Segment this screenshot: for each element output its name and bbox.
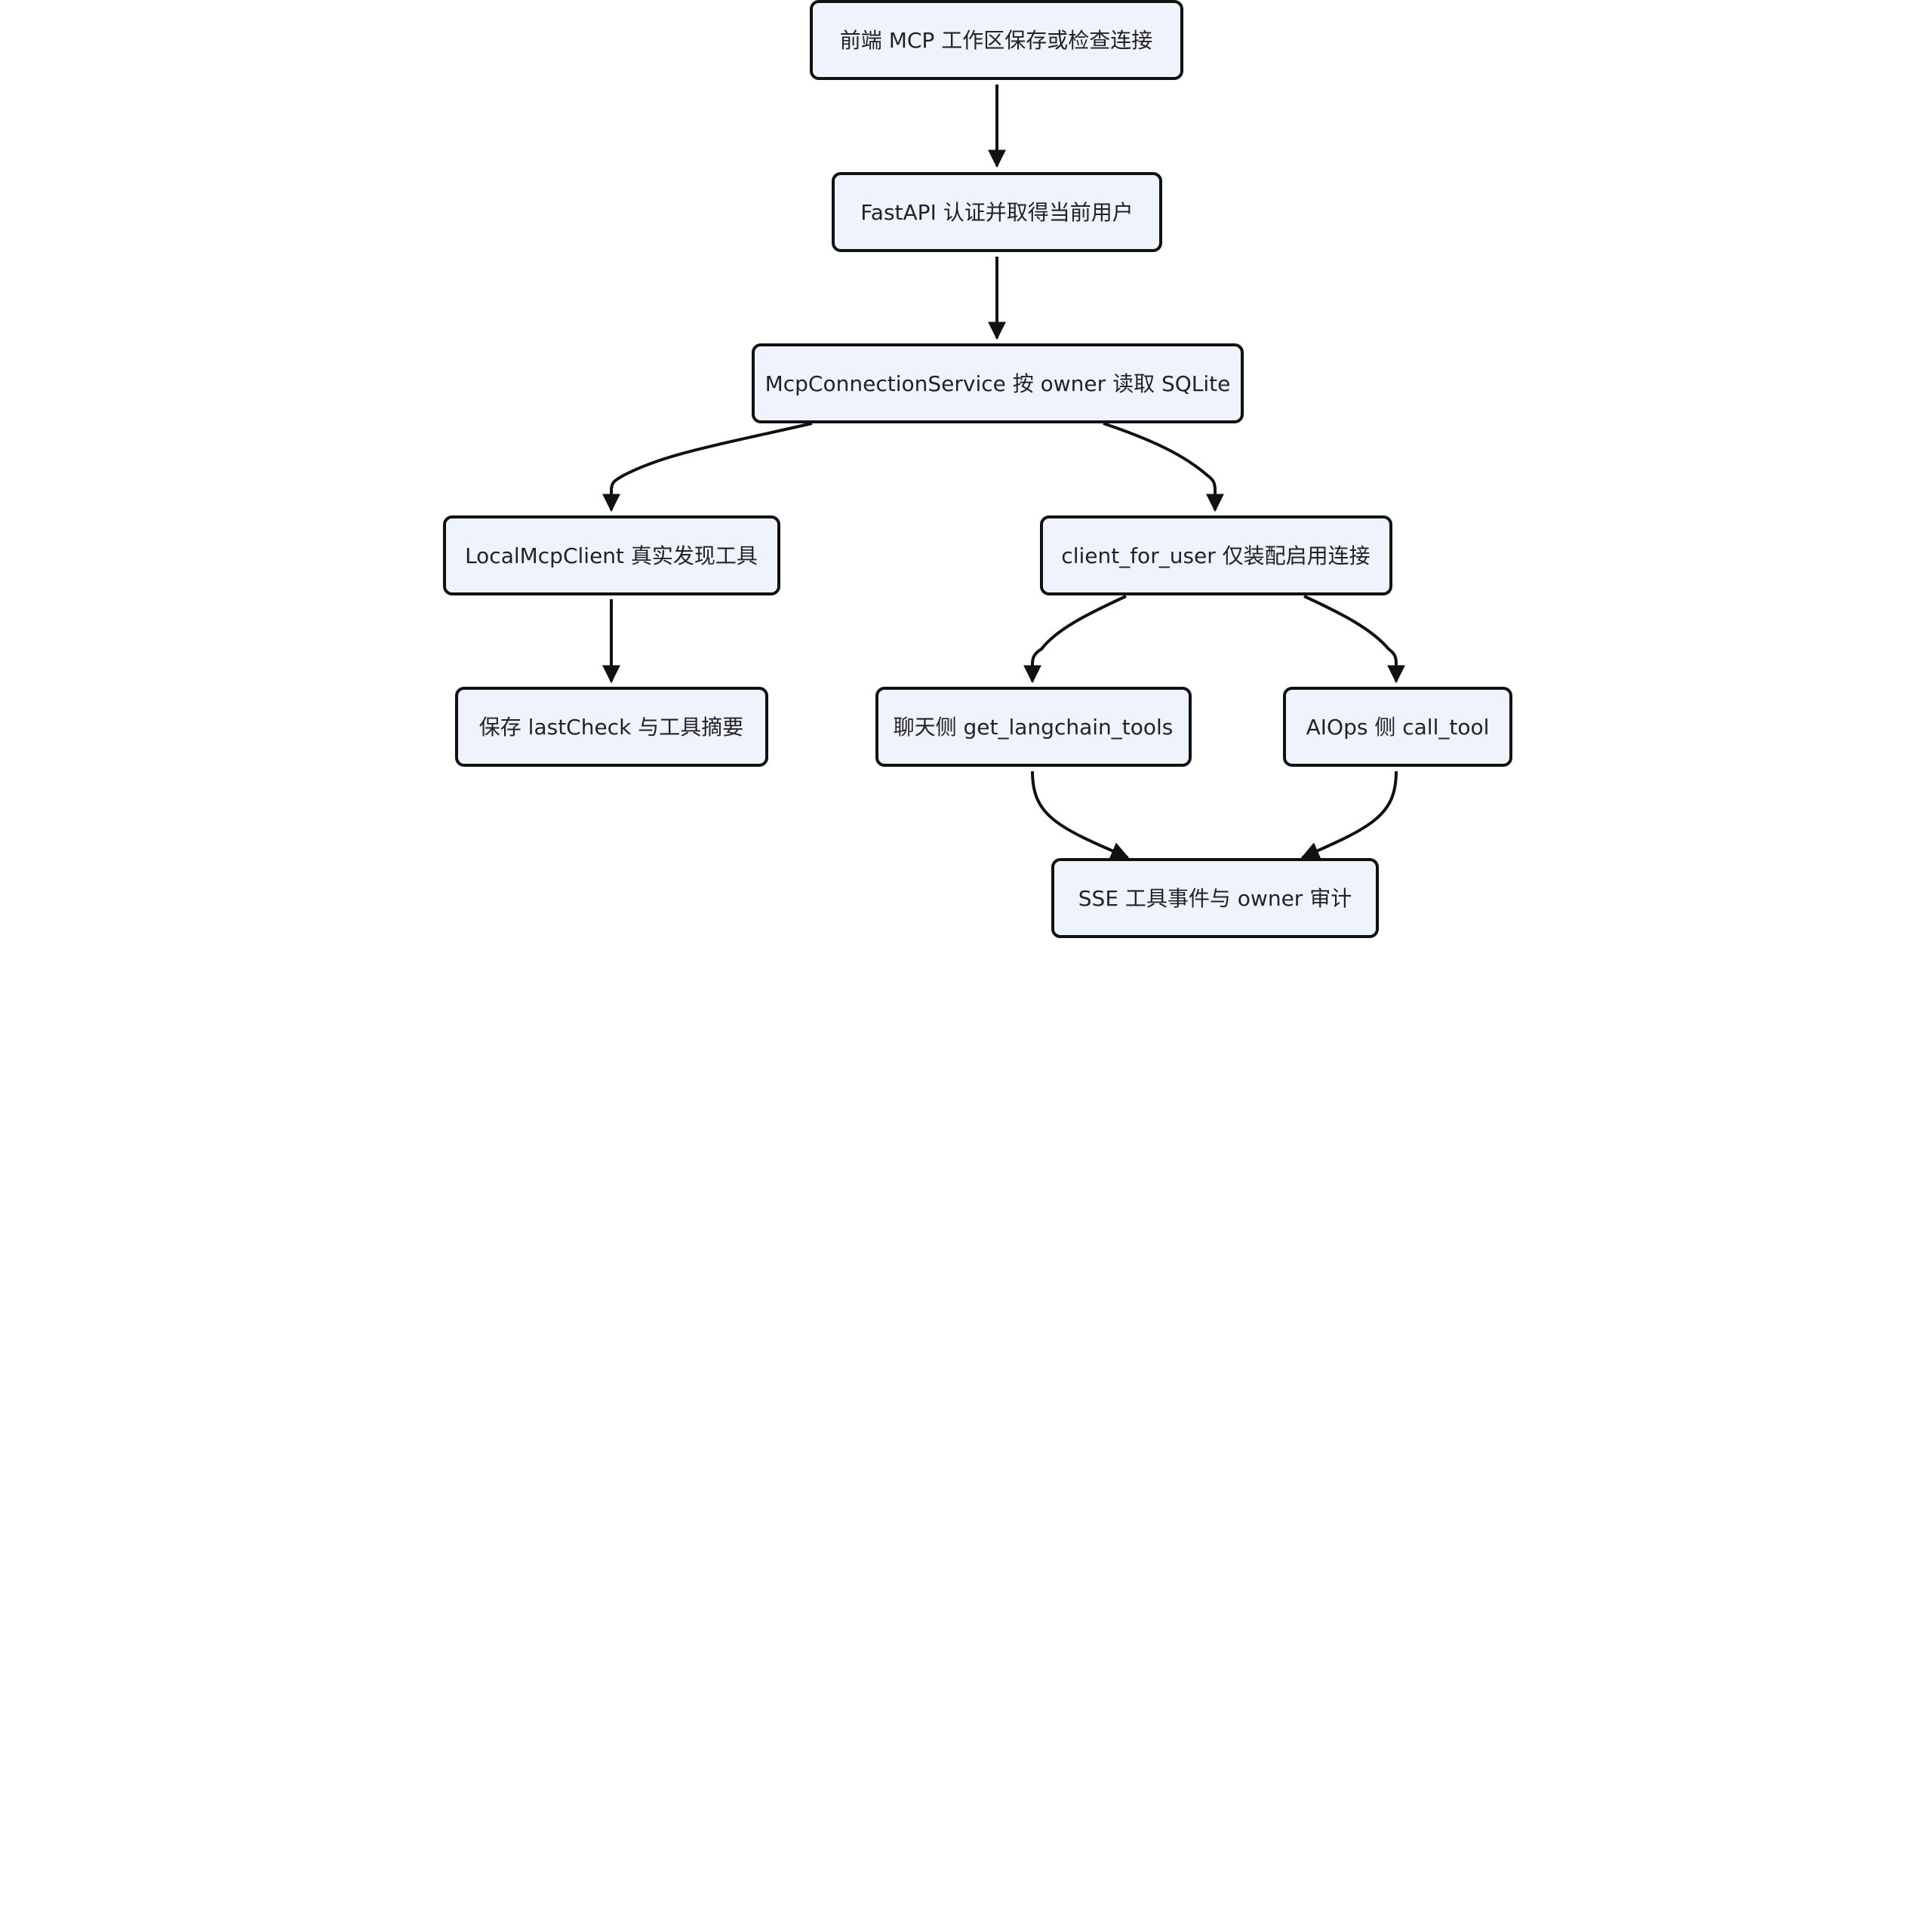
- node-save-check-label: 保存 lastCheck 与工具摘要: [479, 715, 743, 740]
- edge-chat-tools-sse-audit: [1031, 771, 1130, 860]
- edge-service-local-client: [602, 422, 813, 512]
- node-aiops-call-label: AIOps 侧 call_tool: [1306, 715, 1490, 740]
- edge-client-for-user-aiops-call: [1303, 595, 1405, 684]
- node-frontend-label: 前端 MCP 工作区保存或检查连接: [840, 28, 1152, 53]
- node-auth-label: FastAPI 认证并取得当前用户: [860, 200, 1133, 225]
- node-local-client-label: LocalMcpClient 真实发现工具: [465, 543, 758, 568]
- nodes: 前端 MCP 工作区保存或检查连接 FastAPI 认证并取得当前用户 McpC…: [443, 0, 1512, 938]
- edge-client-for-user-chat-tools: [1023, 595, 1127, 684]
- node-auth: FastAPI 认证并取得当前用户: [832, 172, 1162, 252]
- node-service: McpConnectionService 按 owner 读取 SQLite: [752, 343, 1244, 423]
- node-save-check: 保存 lastCheck 与工具摘要: [455, 687, 768, 767]
- node-client-for-user-label: client_for_user 仅装配启用连接: [1061, 543, 1370, 568]
- edge-aiops-call-sse-audit: [1300, 771, 1398, 860]
- node-chat-tools-label: 聊天侧 get_langchain_tools: [894, 715, 1174, 740]
- edges: [602, 85, 1405, 860]
- node-service-label: McpConnectionService 按 owner 读取 SQLite: [765, 371, 1231, 396]
- node-frontend: 前端 MCP 工作区保存或检查连接: [810, 0, 1183, 80]
- node-chat-tools: 聊天侧 get_langchain_tools: [875, 687, 1192, 767]
- node-sse-audit: SSE 工具事件与 owner 审计: [1051, 858, 1379, 938]
- edge-service-client-for-user: [1103, 422, 1224, 512]
- node-aiops-call: AIOps 侧 call_tool: [1283, 687, 1512, 767]
- node-local-client: LocalMcpClient 真实发现工具: [443, 515, 780, 595]
- node-client-for-user: client_for_user 仅装配启用连接: [1040, 515, 1392, 595]
- node-sse-audit-label: SSE 工具事件与 owner 审计: [1078, 886, 1352, 911]
